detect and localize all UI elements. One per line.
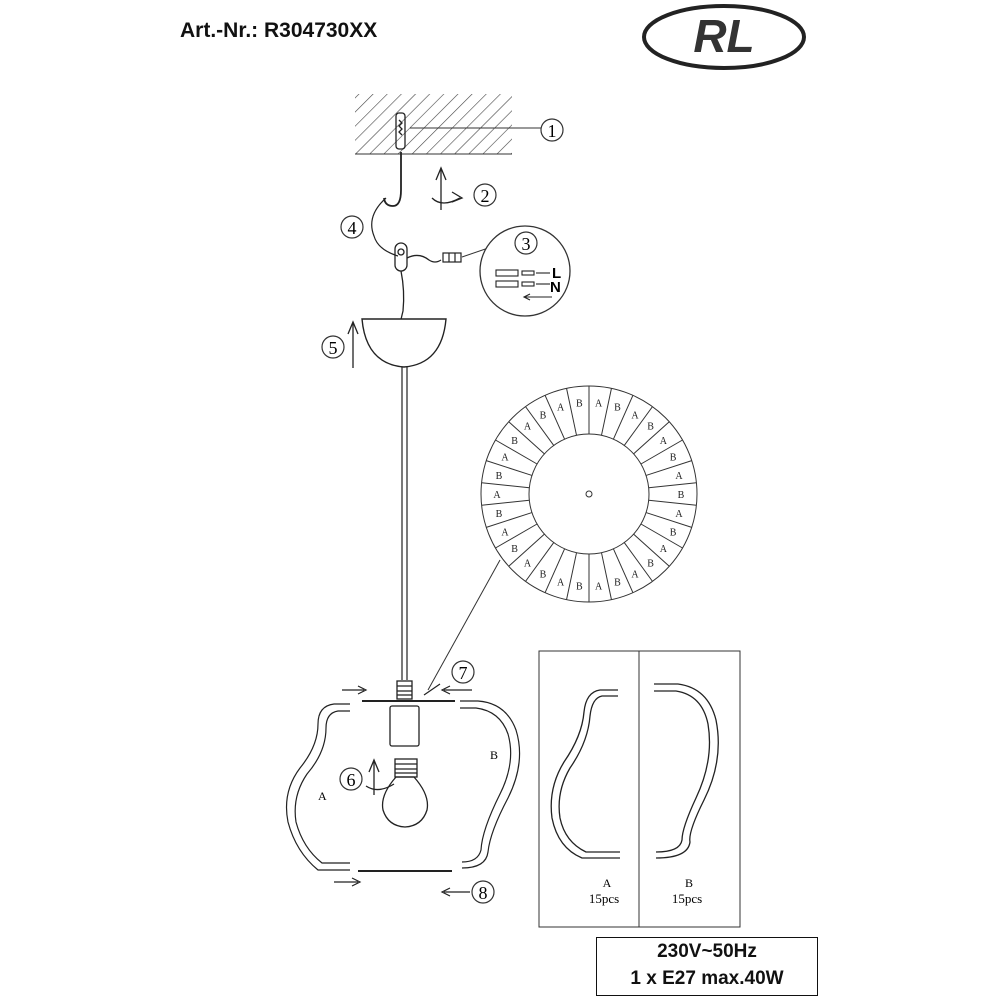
ceiling [355, 94, 512, 154]
disc-segment-label: A [675, 471, 683, 482]
disc-segment-label: B [496, 471, 503, 482]
disc-segment-label: A [631, 410, 639, 421]
svg-text:RL: RL [693, 10, 754, 62]
strip-b [460, 700, 521, 869]
svg-text:1: 1 [548, 121, 557, 141]
strip-a-letter: A [318, 789, 327, 803]
callout-5 [321, 335, 345, 359]
callout-7 [451, 660, 475, 684]
disc-segment-label: A [675, 509, 683, 520]
disc-segment-label: B [496, 509, 503, 520]
disc-segment-label: B [576, 399, 583, 410]
live-label: L [552, 265, 561, 282]
svg-text:B: B [685, 876, 693, 890]
disc-segment-label: B [670, 453, 677, 464]
strip-a [285, 703, 350, 871]
rotate-arrow-icon [431, 166, 464, 210]
disc-segment-label: A [493, 490, 501, 501]
disc-segment-label: B [647, 422, 654, 433]
part-a-shape [550, 689, 620, 859]
rl-logo: RL [642, 4, 806, 70]
terminal-block [442, 252, 462, 263]
svg-text:15pcs: 15pcs [589, 891, 619, 906]
disc-segment-label: B [678, 490, 685, 501]
ceiling-hook [383, 152, 402, 207]
svg-text:3: 3 [522, 234, 531, 254]
cable-bracket [394, 242, 442, 330]
disc-segment-label: A [557, 403, 565, 414]
disc-segment-label: B [540, 410, 547, 421]
svg-text:8: 8 [479, 883, 488, 903]
svg-text:5: 5 [329, 338, 338, 358]
svg-text:2: 2 [481, 186, 490, 206]
callout-2 [473, 183, 497, 207]
disc-segment-label: B [511, 544, 518, 555]
disc-segment-label: B [647, 558, 654, 569]
callout-8 [471, 880, 495, 904]
disc-segment-label: A [595, 399, 603, 410]
disc-segment-label: A [524, 558, 532, 569]
disc-segment-label: A [660, 436, 668, 447]
disc-segment-label: B [576, 581, 583, 592]
callout-1 [540, 118, 564, 142]
svg-text:7: 7 [459, 663, 468, 683]
lamp-socket [389, 680, 420, 747]
callout-4 [340, 215, 364, 239]
disc-segment-label: A [501, 527, 509, 538]
part-b-shape [654, 683, 719, 859]
disc-segment-label: A [660, 544, 668, 555]
neutral-label: N [550, 279, 561, 296]
voltage-label: 230V~50Hz [657, 941, 757, 962]
wall-plug [395, 112, 406, 150]
electrical-spec: 230V~50Hz 1 x E27 max.40W [596, 937, 818, 996]
svg-text:6: 6 [347, 770, 356, 790]
article-number: Art.-Nr.: R304730XX [180, 19, 378, 42]
canopy [361, 318, 447, 368]
disc-segment-label: A [595, 581, 603, 592]
disc-segment-label: A [631, 570, 639, 581]
disc-segment-label: B [614, 577, 621, 588]
disc-segment-label: B [614, 403, 621, 414]
disc-segment-label: B [540, 570, 547, 581]
disc-segment-label: A [557, 577, 565, 588]
callout-3 [514, 231, 538, 255]
light-bulb [381, 758, 429, 828]
svg-text:15pcs: 15pcs [672, 891, 702, 906]
disc-segment-label: A [524, 422, 532, 433]
callout-6 [339, 767, 363, 791]
strip-b-letter: B [490, 748, 498, 762]
svg-text:A: A [603, 876, 612, 890]
disc-segment-label: A [501, 453, 509, 464]
disc-segment-label: B [670, 527, 677, 538]
disc-segment-label: B [511, 436, 518, 447]
svg-text:4: 4 [348, 218, 357, 238]
bulb-spec-label: 1 x E27 max.40W [630, 968, 784, 989]
